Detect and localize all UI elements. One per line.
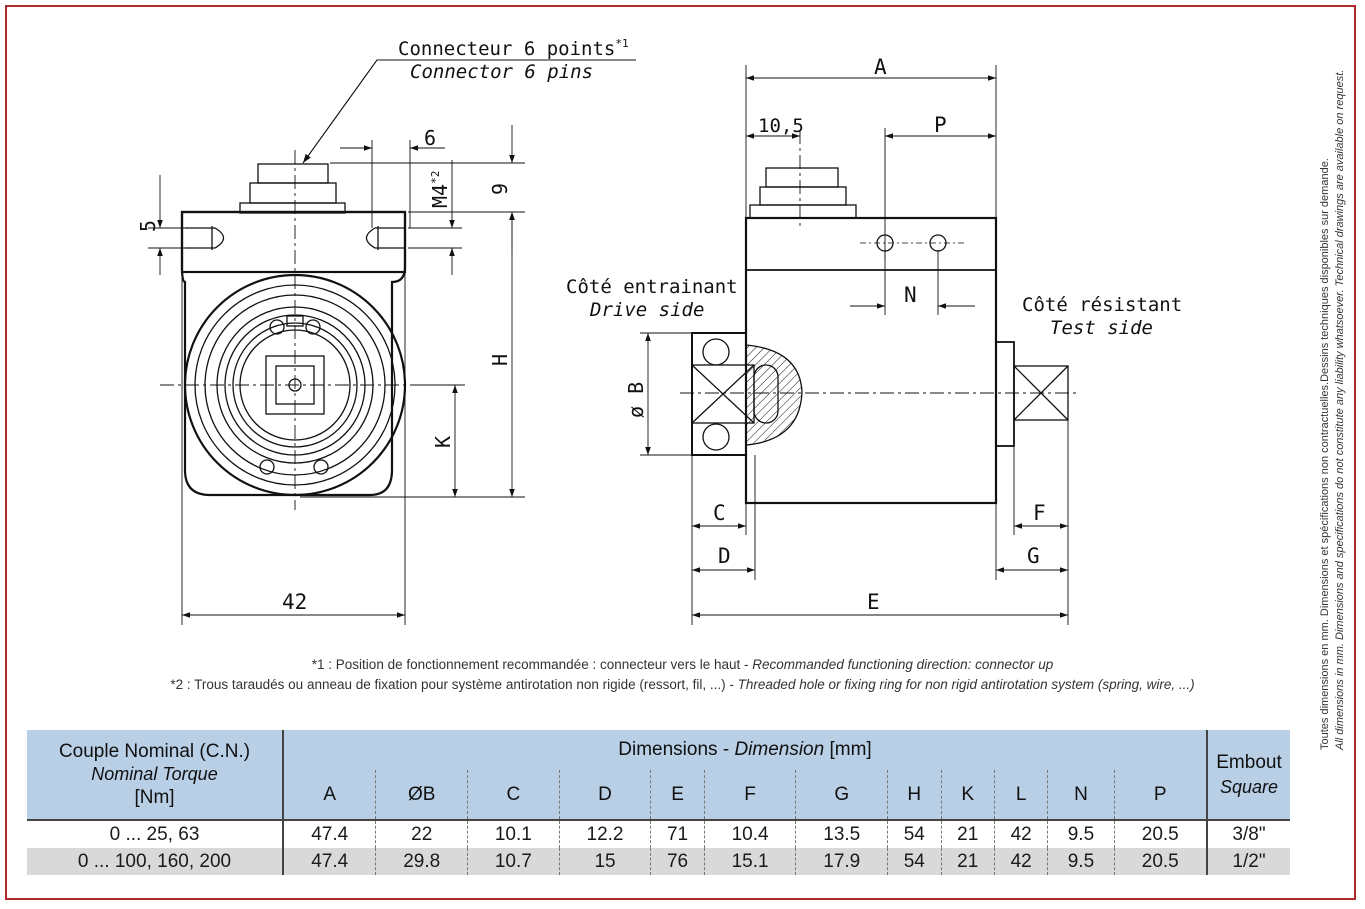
dim-c-label: C xyxy=(713,501,726,525)
col-header: E xyxy=(650,770,705,820)
col-header: G xyxy=(795,770,888,820)
value-cell: 54 xyxy=(887,819,941,848)
side-disclaimer: Toutes dimensions en mm. Dimensions et s… xyxy=(1318,30,1358,750)
dim-6-label: 6 xyxy=(424,126,436,150)
dimension-header: Dimensions - Dimension [mm] xyxy=(282,730,1207,770)
dimensions-table: Couple Nominal (C.N.) Nominal Torque [Nm… xyxy=(27,730,1290,875)
value-cell: 17.9 xyxy=(795,848,888,875)
value-cell: 47.4 xyxy=(282,819,376,848)
note-1: *1 : Position de fonctionnement recomman… xyxy=(311,657,1054,672)
dim-42-label: 42 xyxy=(282,590,307,614)
table-row: 0 ... 100, 160, 200 47.4 29.8 10.7 15 76… xyxy=(27,848,1290,875)
col-header: F xyxy=(703,770,796,820)
dim-d-label: D xyxy=(718,544,731,568)
value-cell: 15 xyxy=(558,848,651,875)
value-cell: 76 xyxy=(650,848,705,875)
dim-a-label: A xyxy=(874,55,887,79)
value-cell: 22 xyxy=(375,819,468,848)
value-cell: 42 xyxy=(993,819,1048,848)
torque-cell: 0 ... 25, 63 xyxy=(27,819,283,848)
square-cell: 1/2" xyxy=(1206,848,1290,875)
connector-label-en: Connector 6 pins xyxy=(410,61,593,83)
drive-side-fr: Côté entrainant xyxy=(566,276,738,298)
dim-f-label: F xyxy=(1033,501,1046,525)
dim-g-label: G xyxy=(1027,544,1040,568)
value-cell: 20.5 xyxy=(1113,848,1207,875)
table-row: 0 ... 25, 63 47.4 22 10.1 12.2 71 10.4 1… xyxy=(27,819,1290,848)
square-cell: 3/8" xyxy=(1206,819,1290,848)
col-header: C xyxy=(467,770,560,820)
drive-side-en: Drive side xyxy=(589,299,704,321)
value-cell: 12.2 xyxy=(558,819,651,848)
dim-n-label: N xyxy=(904,283,917,307)
page-frame xyxy=(5,5,1356,900)
right-view xyxy=(640,65,1080,625)
side-disclaimer-en: All dimensions in mm. Dimensions and spe… xyxy=(1334,69,1346,750)
value-cell: 13.5 xyxy=(795,819,888,848)
dim-e-label: E xyxy=(867,590,880,614)
dim-m4-label: M4*2 xyxy=(428,171,452,208)
test-side-fr: Côté résistant xyxy=(1022,294,1182,316)
value-cell: 42 xyxy=(993,848,1048,875)
value-cell: 10.4 xyxy=(703,819,796,848)
value-cell: 9.5 xyxy=(1047,819,1115,848)
col-header: A xyxy=(282,770,376,820)
value-cell: 54 xyxy=(887,848,941,875)
value-cell: 71 xyxy=(650,819,705,848)
value-cell: 21 xyxy=(940,848,995,875)
dim-5-label: 5 xyxy=(136,220,160,232)
value-cell: 47.4 xyxy=(282,848,376,875)
col-header: D xyxy=(558,770,651,820)
value-cell: 10.7 xyxy=(467,848,560,875)
col-header: ØB xyxy=(375,770,468,820)
col-header: P xyxy=(1113,770,1207,820)
value-cell: 15.1 xyxy=(703,848,796,875)
torque-header: Couple Nominal (C.N.) Nominal Torque [Nm… xyxy=(27,730,283,820)
test-side-en: Test side xyxy=(1050,317,1153,339)
torque-cell: 0 ... 100, 160, 200 xyxy=(27,848,283,875)
left-view xyxy=(148,59,636,625)
column-header-row: A ØB C D E F G H K L N P xyxy=(27,770,1290,820)
value-cell: 9.5 xyxy=(1047,848,1115,875)
value-cell: 21 xyxy=(940,819,995,848)
dim-p-label: P xyxy=(934,113,947,137)
value-cell: 29.8 xyxy=(375,848,468,875)
dim-9-label: 9 xyxy=(488,183,512,195)
col-header: L xyxy=(993,770,1048,820)
square-header: Embout Square xyxy=(1206,730,1290,820)
col-header: K xyxy=(940,770,995,820)
note-2: *2 : Trous taraudés ou anneau de fixatio… xyxy=(170,677,1195,692)
dim-b-label: ø B xyxy=(624,382,648,418)
dim-h-label: H xyxy=(488,354,512,366)
col-header: H xyxy=(887,770,941,820)
connector-label-fr: Connecteur 6 points*1 xyxy=(398,37,629,60)
col-header: N xyxy=(1047,770,1115,820)
side-disclaimer-fr: Toutes dimensions en mm. Dimensions et s… xyxy=(1319,158,1331,750)
dim-10-5-label: 10,5 xyxy=(758,115,804,137)
dim-k-label: K xyxy=(431,436,455,448)
value-cell: 10.1 xyxy=(467,819,560,848)
value-cell: 20.5 xyxy=(1113,819,1207,848)
